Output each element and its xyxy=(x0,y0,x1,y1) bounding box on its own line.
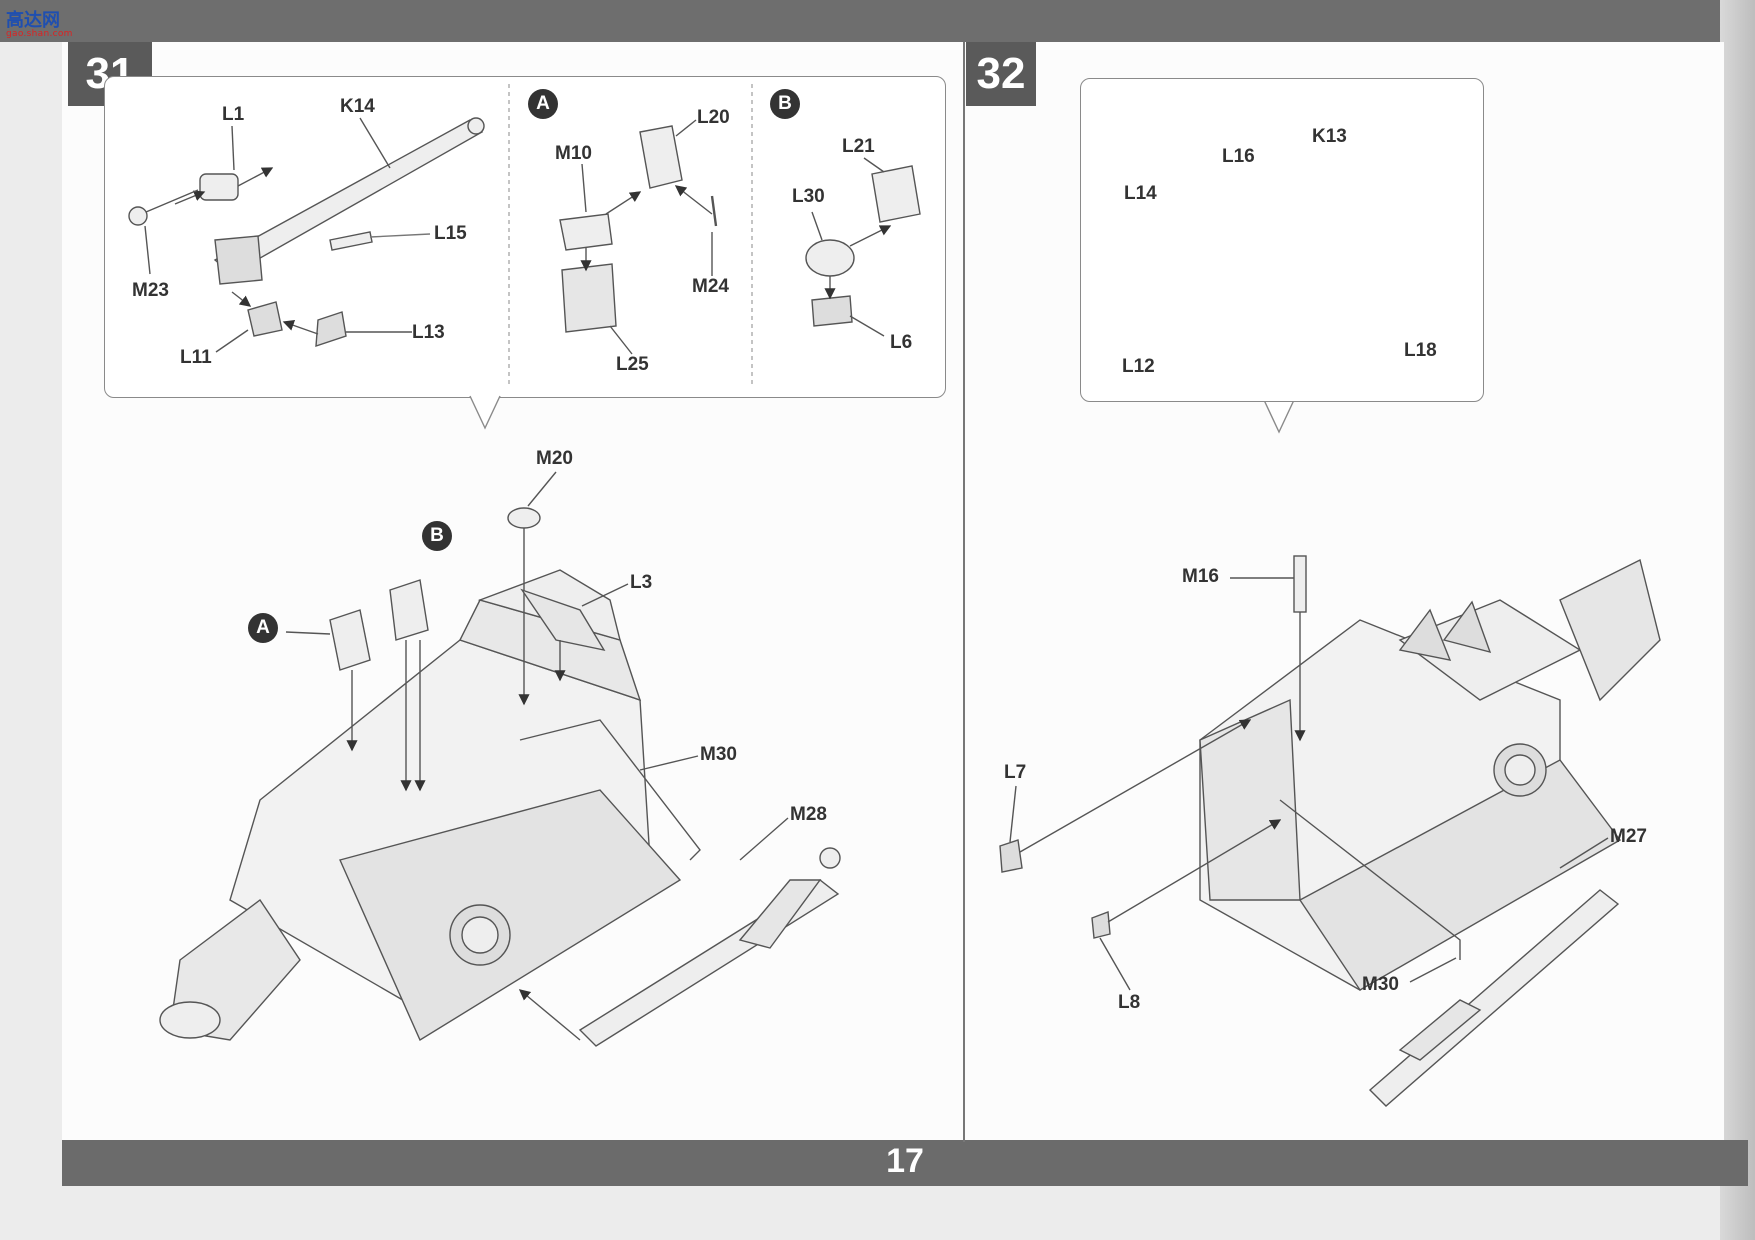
part-label-M20: M20 xyxy=(536,448,573,469)
watermark-brand: 高达网 xyxy=(6,10,60,31)
part-label-K13: K13 xyxy=(1312,126,1347,147)
part-label-L16: L16 xyxy=(1222,146,1255,167)
part-label-M30-step31: M30 xyxy=(700,744,737,765)
site-watermark: 高达网 gao.shan.com xyxy=(6,6,72,40)
part-label-L7: L7 xyxy=(1004,762,1027,783)
part-label-L15: L15 xyxy=(434,223,467,244)
part-label-L14: L14 xyxy=(1124,183,1157,204)
part-label-M23: M23 xyxy=(132,280,169,301)
step-32-callout xyxy=(1080,78,1484,402)
sub-assembly-b-badge: B xyxy=(770,89,800,119)
sub-assembly-a-badge: A xyxy=(528,89,558,119)
part-label-L30: L30 xyxy=(792,186,825,207)
part-label-L8: L8 xyxy=(1118,992,1141,1013)
part-label-L6: L6 xyxy=(890,332,913,353)
page-number: 17 xyxy=(886,1142,924,1180)
part-label-M27: M27 xyxy=(1610,826,1647,847)
step-number-32: 32 xyxy=(966,42,1036,106)
part-label-L18: L18 xyxy=(1404,340,1437,361)
part-label-L1: L1 xyxy=(222,104,245,125)
part-label-L13: L13 xyxy=(412,322,445,343)
footer-band xyxy=(62,1140,1748,1186)
placement-a-badge: A xyxy=(248,613,278,643)
part-label-K14: K14 xyxy=(340,96,375,117)
part-label-M28: M28 xyxy=(790,804,827,825)
part-label-L21: L21 xyxy=(842,136,875,157)
part-label-L25: L25 xyxy=(616,354,649,375)
part-label-M24: M24 xyxy=(692,276,729,297)
step-divider xyxy=(963,42,965,1142)
part-label-M10: M10 xyxy=(555,143,592,164)
top-band xyxy=(0,0,1755,42)
part-label-M16: M16 xyxy=(1182,566,1219,587)
page-edge-shadow xyxy=(1720,0,1755,1240)
placement-b-badge: B xyxy=(422,521,452,551)
part-label-L20: L20 xyxy=(697,107,730,128)
part-label-L12: L12 xyxy=(1122,356,1155,377)
part-label-M30-step32: M30 xyxy=(1362,974,1399,995)
part-label-L11: L11 xyxy=(180,347,212,368)
part-label-L3: L3 xyxy=(630,572,653,593)
watermark-url: gao.shan.com xyxy=(6,29,73,39)
